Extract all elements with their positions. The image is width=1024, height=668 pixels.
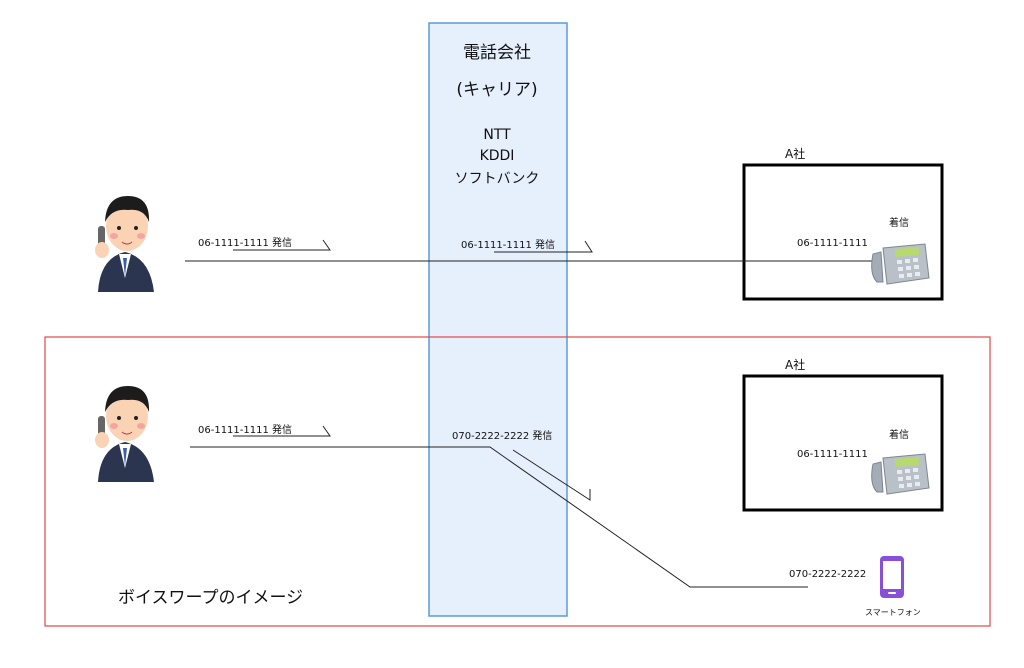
company-name-bottom: A社 [785,358,806,372]
carrier-ntt: NTT [483,127,511,143]
company-name-top: A社 [785,147,806,161]
smartphone-number: 070-2222-2222 [789,569,867,580]
voicewarp-frame [44,336,991,627]
company-box-bottom [742,374,944,512]
arrow-bottom-1 [233,425,331,437]
office-phone-icon [871,453,930,495]
company-number-bottom: 06-1111-1111 [797,449,868,460]
caller-label-bottom: 06-1111-1111 発信 [198,425,293,436]
arrow-forward [512,449,591,501]
person-caller-icon [95,196,154,292]
carrier-title: 電話会社 [463,43,531,63]
arrow-top-2 [494,240,593,253]
arrow-top-1 [233,239,331,251]
carrier-label-top: 06-1111-1111 発信 [461,240,556,251]
carrier-column [428,22,568,617]
smartphone-label: スマートフォン [865,608,921,617]
carrier-label-bottom: 070-2222-2222 発信 [452,431,553,442]
carrier-subtitle: (キャリア) [456,80,538,100]
caption: ボイスワープのイメージ [118,588,304,608]
receive-label-top: 着信 [889,218,909,229]
office-phone-icon [871,243,930,285]
call-line-bottom [190,446,808,588]
company-box-top [742,163,944,301]
person-caller-icon [95,386,154,482]
carrier-kddi: KDDI [479,148,515,164]
company-number-top: 06-1111-1111 [797,238,868,249]
caller-label-top: 06-1111-1111 発信 [198,238,293,249]
receive-label-bottom: 着信 [889,430,909,441]
smartphone-icon [880,556,904,598]
carrier-softbank: ソフトバンク [454,171,540,187]
